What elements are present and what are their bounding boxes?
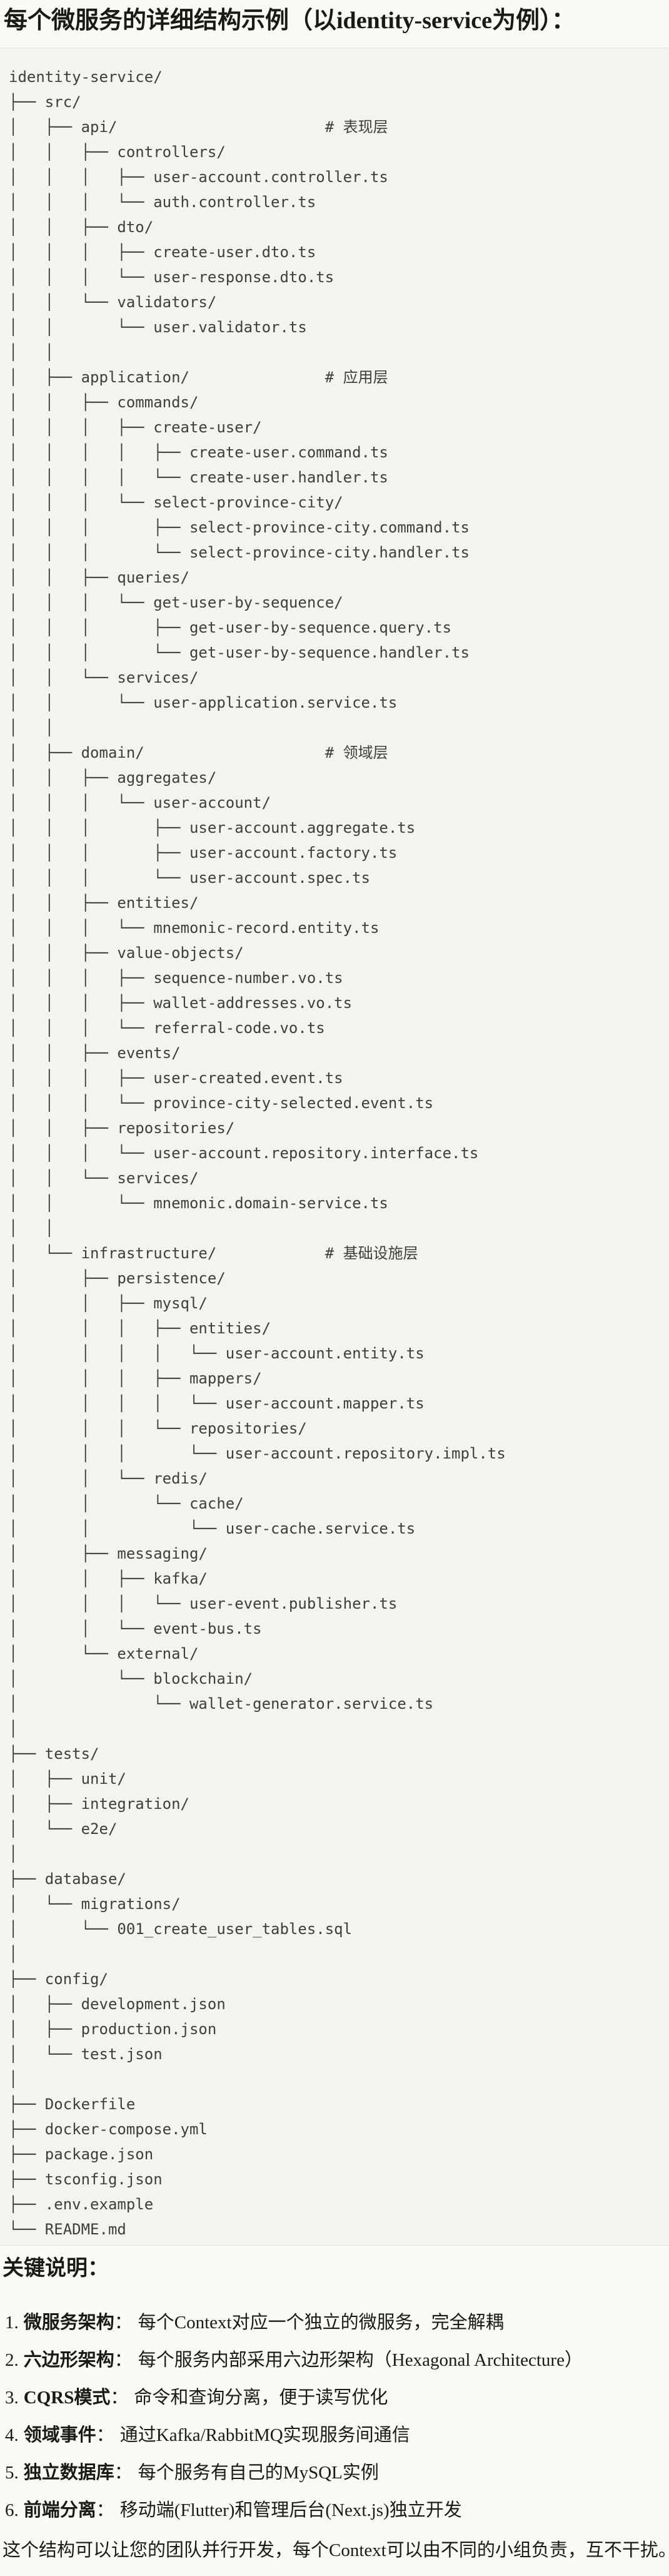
note-term: 领域事件 <box>23 2425 96 2445</box>
note-colon: ： <box>114 2350 133 2370</box>
note-term: 微服务架构 <box>23 2313 114 2333</box>
note-text: 移动端(Flutter)和管理后台(Next.js)独立开发 <box>119 2500 462 2520</box>
note-number: 5. <box>5 2463 19 2483</box>
note-item: 2.六边形架构：每个服务内部采用六边形架构（Hexagonal Architec… <box>5 2348 663 2373</box>
note-number: 2. <box>5 2350 19 2370</box>
note-text: 每个服务有自己的MySQL实例 <box>138 2463 379 2483</box>
note-colon: ： <box>96 2425 114 2445</box>
code-block: identity-service/ ├── src/ │ ├── api/ # … <box>0 48 669 2246</box>
note-item: 4.领域事件：通过Kafka/RabbitMQ实现服务间通信 <box>5 2423 663 2448</box>
page-title: 每个微服务的详细结构示例（以identity-service为例）： <box>4 8 576 34</box>
directory-tree: identity-service/ ├── src/ │ ├── api/ # … <box>9 68 506 2238</box>
note-colon: ： <box>114 2313 133 2333</box>
note-number: 3. <box>5 2388 19 2408</box>
note-item: 1.微服务架构：每个Context对应一个独立的微服务，完全解耦 <box>5 2310 663 2335</box>
notes-list: 1.微服务架构：每个Context对应一个独立的微服务，完全解耦 2.六边形架构… <box>3 2310 663 2523</box>
note-colon: ： <box>114 2463 133 2483</box>
note-text: 每个服务内部采用六边形架构（Hexagonal Architecture） <box>138 2350 583 2370</box>
note-colon: ： <box>110 2388 129 2408</box>
note-term: 六边形架构 <box>23 2350 114 2370</box>
note-text: 每个Context对应一个独立的微服务，完全解耦 <box>138 2313 504 2333</box>
note-term: 独立数据库 <box>23 2463 114 2483</box>
note-item: 3.CQRS模式：命令和查询分离，便于读写优化 <box>5 2385 663 2410</box>
note-item: 5.独立数据库：每个服务有自己的MySQL实例 <box>5 2460 663 2485</box>
note-term: CQRS模式 <box>23 2388 111 2408</box>
note-number: 1. <box>5 2313 19 2333</box>
note-text: 命令和查询分离，便于读写优化 <box>134 2388 388 2408</box>
notes-heading: 关键说明： <box>3 2257 109 2280</box>
note-text: 通过Kafka/RabbitMQ实现服务间通信 <box>119 2425 410 2445</box>
note-number: 6. <box>5 2500 19 2520</box>
note-term: 前端分离 <box>23 2500 96 2520</box>
note-colon: ： <box>96 2500 114 2520</box>
notes-footer: 这个结构可以让您的团队并行开发，每个Context可以由不同的小组负责，互不干扰… <box>3 2540 669 2560</box>
note-item: 6.前端分离：移动端(Flutter)和管理后台(Next.js)独立开发 <box>5 2498 663 2523</box>
note-number: 4. <box>5 2425 19 2445</box>
key-notes-section: 关键说明： 1.微服务架构：每个Context对应一个独立的微服务，完全解耦 2… <box>0 2254 669 2563</box>
